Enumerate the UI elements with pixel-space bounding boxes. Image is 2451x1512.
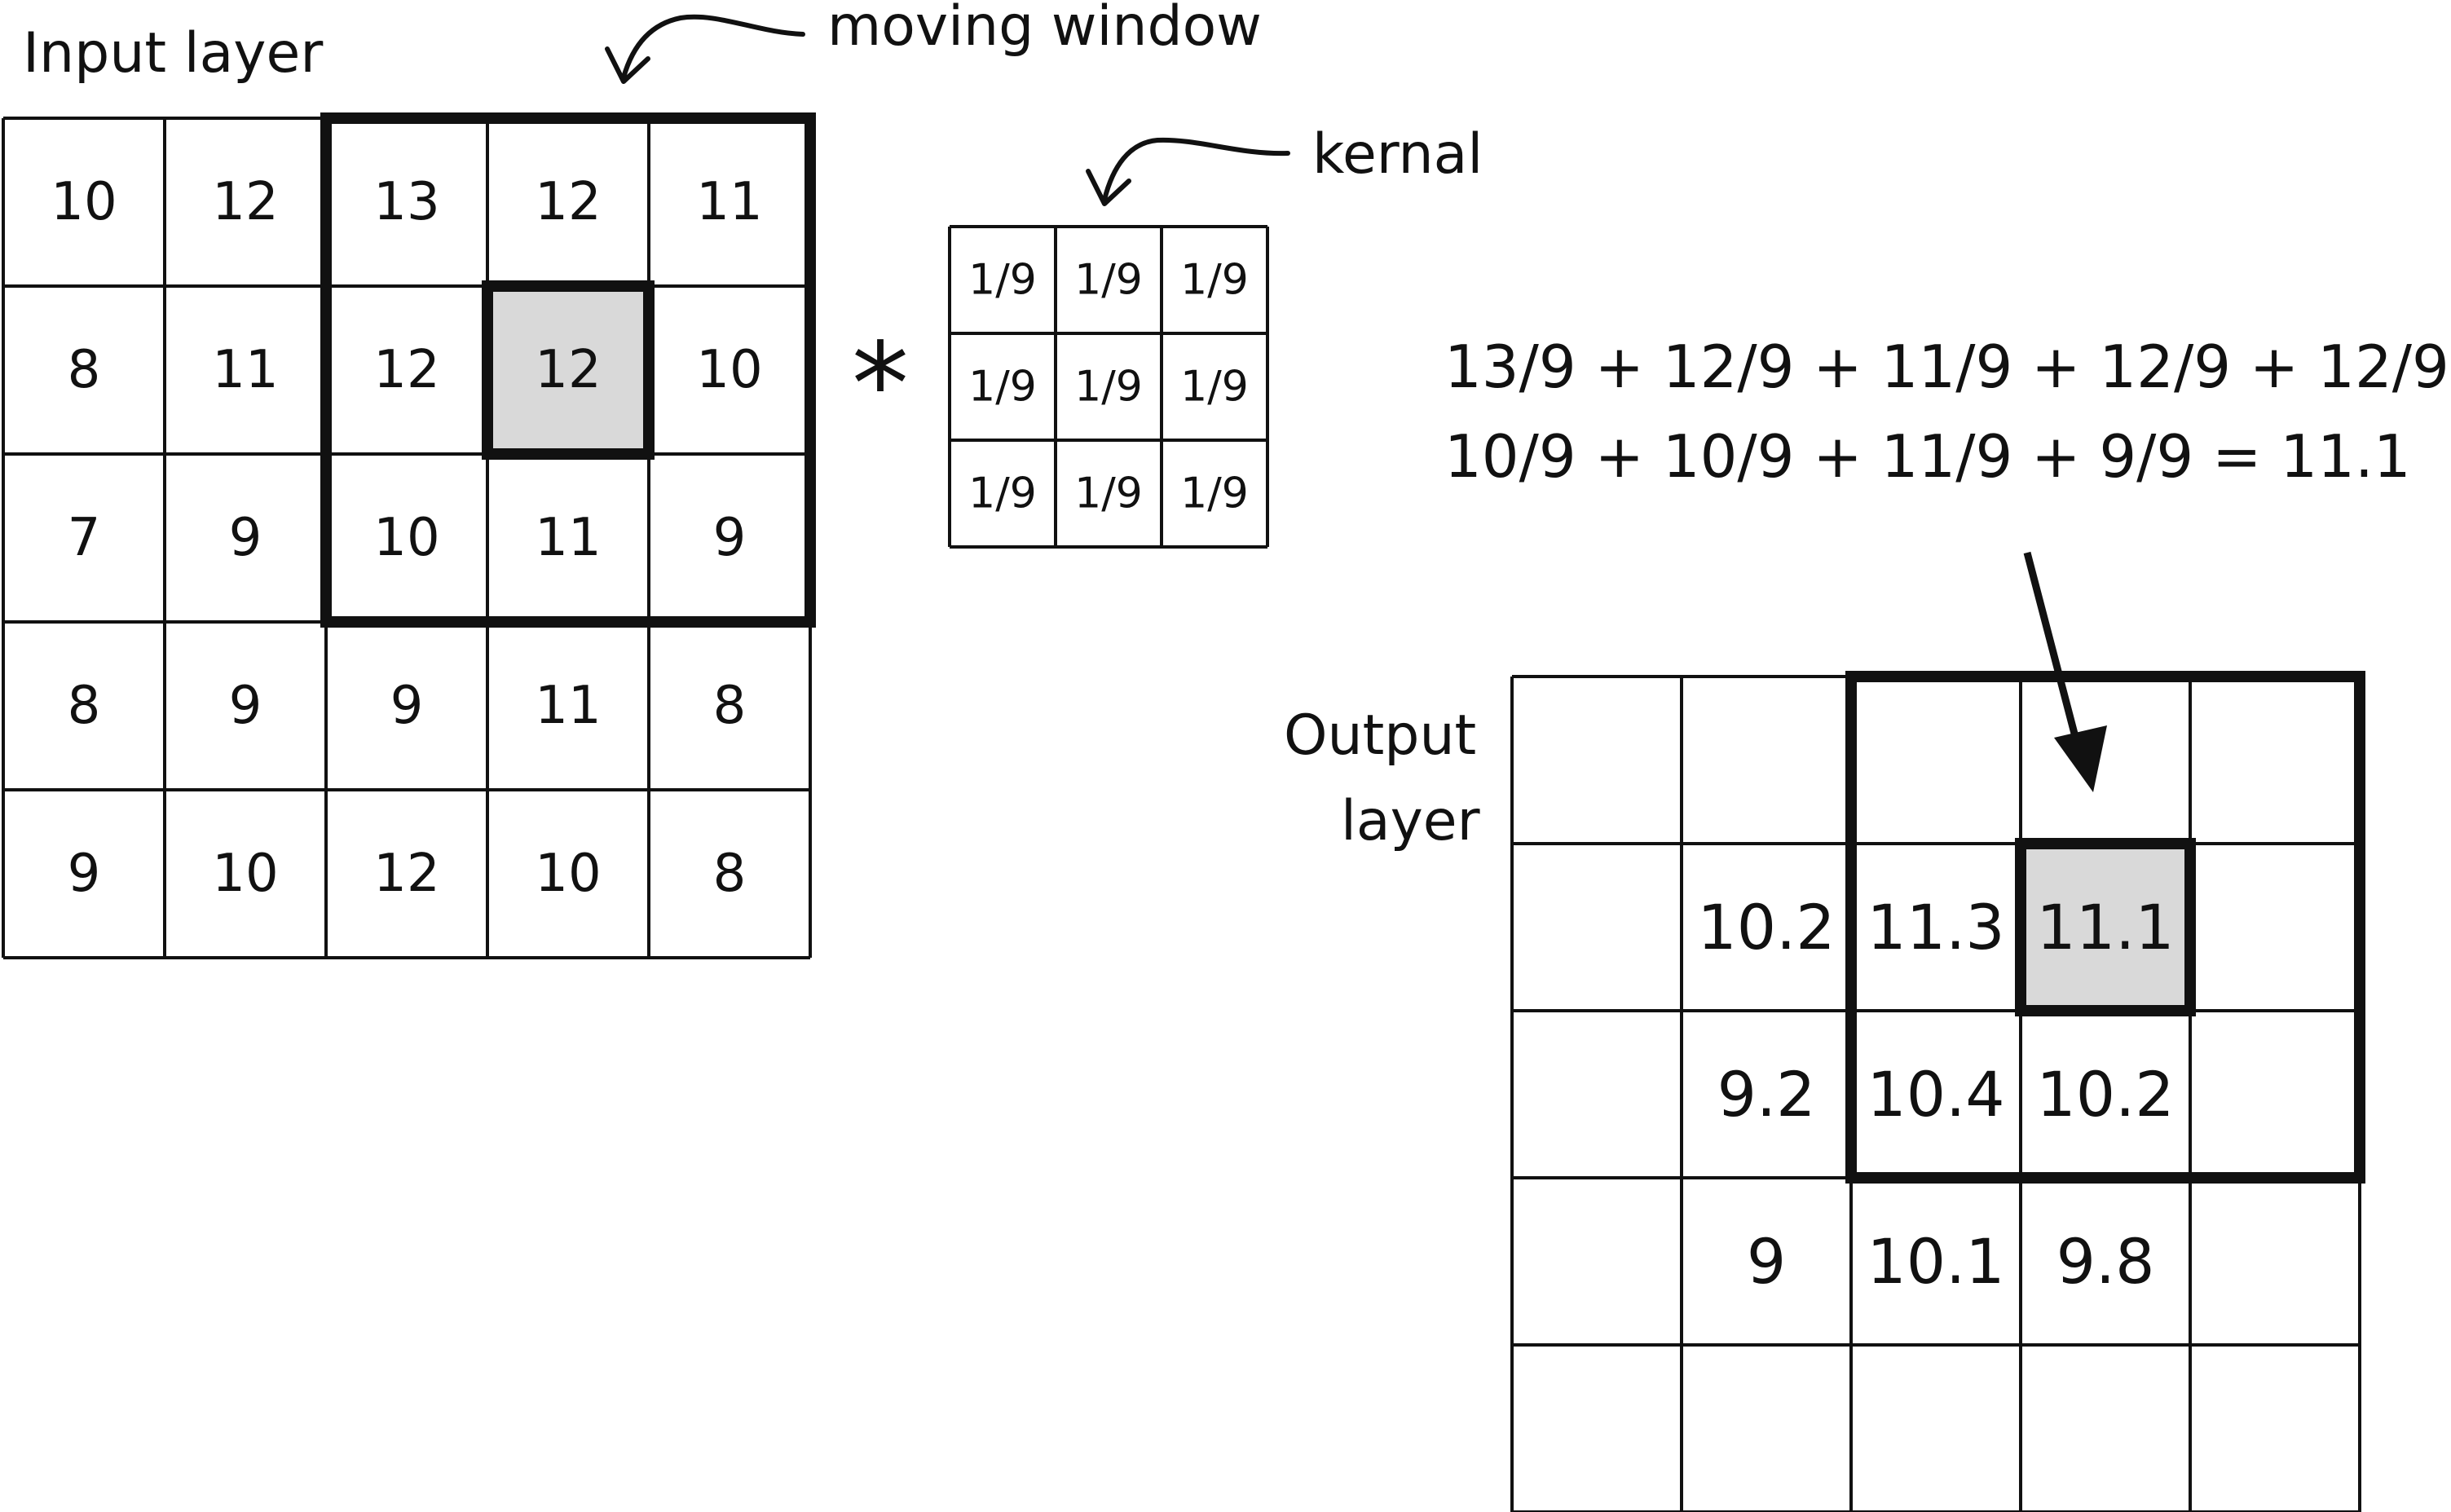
output-cell: 11.1: [2036, 891, 2174, 963]
input-cell: 9: [68, 844, 101, 904]
kernel-cell: 1/9: [1074, 469, 1143, 518]
input-center-outline: [482, 280, 655, 460]
input-cell: 10: [535, 844, 601, 904]
input-cell: 9: [713, 508, 747, 568]
kernel-arrow: [1086, 137, 1290, 206]
input-cell: 12: [535, 340, 601, 400]
output-cell: 9.2: [1717, 1058, 1816, 1131]
input-cell: 11: [212, 340, 278, 400]
input-cell: 10: [696, 340, 762, 400]
kernel-cell: 1/9: [968, 363, 1037, 412]
output-center-highlight: [2021, 844, 2190, 1011]
output-cell: 10.4: [1867, 1058, 2004, 1131]
output-cell: 9: [1747, 1225, 1786, 1298]
output-layer-label-line1: Output: [1284, 703, 1476, 768]
output-cell: 10.2: [1697, 891, 1835, 963]
kernel-cell: 1/9: [968, 469, 1037, 518]
output-layer-label-line2: layer: [1341, 789, 1480, 853]
input-layer-label: Input layer: [23, 21, 323, 86]
input-cell: 13: [373, 172, 439, 232]
input-cell: 8: [68, 340, 101, 400]
output-layer-grid: 10.2 11.3 11.1 9.2 10.4 10.2 9 10.1 9.8: [1510, 671, 2365, 1512]
kernel-cell: 1/9: [1180, 469, 1249, 518]
input-cell: 12: [212, 172, 278, 232]
convolution-operator: *: [852, 319, 909, 452]
input-cell: 8: [713, 676, 747, 736]
input-cell: 10: [373, 508, 439, 568]
input-cell: 11: [535, 508, 601, 568]
equation-line-1: 13/9 + 12/9 + 11/9 + 12/9 + 12/9 +: [1444, 333, 2451, 401]
input-moving-window: [320, 112, 816, 628]
kernel-label: kernal: [1312, 122, 1483, 187]
output-cell: 11.3: [1867, 891, 2004, 963]
kernel-cell: 1/9: [1180, 363, 1249, 412]
output-moving-window: [1845, 671, 2365, 1184]
kernel-cell: 1/9: [968, 256, 1037, 305]
input-cell: 12: [373, 340, 439, 400]
input-cell: 10: [51, 172, 117, 232]
input-cell: 8: [713, 844, 747, 904]
output-cell: 10.1: [1867, 1225, 2004, 1298]
input-cell: 8: [68, 676, 101, 736]
kernel-grid: 1/9 1/9 1/9 1/9 1/9 1/9 1/9 1/9 1/9: [948, 225, 1269, 549]
input-cell: 11: [535, 676, 601, 736]
output-cell: 9.8: [2056, 1225, 2155, 1298]
input-cell: 11: [696, 172, 762, 232]
kernel-cell: 1/9: [1074, 256, 1143, 305]
input-layer-grid: 10 12 13 12 11 8 11 12 12 10 7 9 10 11 9 8 9 9 11 8 9 10 12 10 8: [2, 112, 816, 959]
input-cell: 7: [68, 508, 101, 568]
input-cell: 9: [390, 676, 424, 736]
moving-window-arrow: [605, 14, 805, 84]
result-arrow: [2023, 551, 2107, 792]
input-cell: 9: [229, 676, 262, 736]
input-cell: 9: [229, 508, 262, 568]
output-cell: 10.2: [2036, 1058, 2174, 1131]
kernel-cell: 1/9: [1180, 256, 1249, 305]
moving-window-label: moving window: [827, 0, 1262, 59]
kernel-cell: 1/9: [1074, 363, 1143, 412]
input-center-highlight: [487, 286, 649, 454]
input-cell: 10: [212, 844, 278, 904]
output-center-outline: [2015, 838, 2196, 1016]
equation-line-2: 10/9 + 10/9 + 11/9 + 9/9 = 11.1: [1444, 422, 2411, 491]
input-cell: 12: [535, 172, 601, 232]
input-cell: 12: [373, 844, 439, 904]
